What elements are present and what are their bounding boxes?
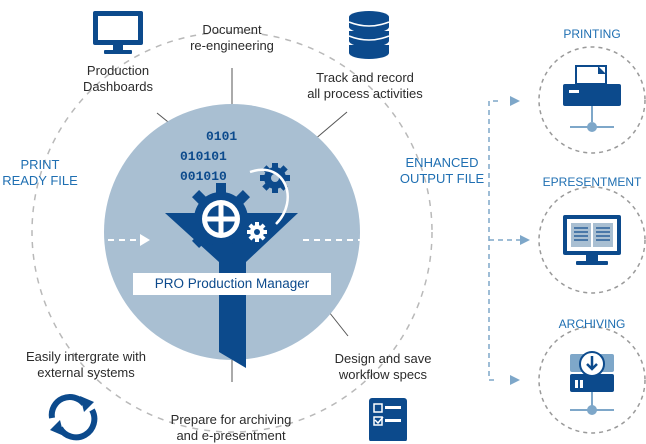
binary-line-1: 0101	[206, 129, 237, 144]
spoke-bottom-right	[328, 311, 349, 337]
print-ready-file-label: PRINT READY FILE	[2, 157, 78, 188]
checklist-icon	[369, 398, 407, 441]
output-arrow	[303, 234, 382, 246]
epresentment-label: EPRESENTMENT	[542, 175, 642, 189]
gear-icon	[185, 183, 257, 255]
refresh-arrowhead-1	[80, 396, 94, 412]
enhanced-output-file-label: ENHANCED OUTPUT FILE	[399, 155, 485, 186]
refresh-icon	[48, 394, 98, 441]
binary-line-2: 010101	[180, 149, 227, 164]
production-dashboards-label: Production Dashboards	[82, 63, 154, 94]
tiny-gear-icon	[247, 222, 267, 242]
integrate-label: Easily intergrate with external systems	[26, 349, 146, 380]
product-title-label: PRO Production Manager	[133, 273, 331, 295]
process-curve	[249, 168, 289, 225]
track-record-label: Track and record all process activities	[307, 70, 423, 101]
monitor-book-icon	[563, 215, 621, 265]
monitor-icon	[93, 11, 143, 54]
refresh-arrowhead-2	[50, 420, 64, 436]
archiving-ring	[538, 326, 646, 434]
printing-label: PRINTING	[563, 27, 621, 41]
archiving-prep-label: Prepare for archiving and e-presentment	[170, 412, 292, 443]
document-reengineering-label: Document re-engineering	[190, 22, 274, 53]
database-icon	[348, 11, 390, 59]
design-specs-label: Design and save workflow specs	[334, 351, 432, 382]
output-connectors	[488, 100, 520, 381]
outer-dashed-ring	[31, 31, 433, 433]
spoke-top-right	[313, 111, 348, 141]
archiving-label: ARCHIVING	[558, 317, 626, 331]
binary-line-3: 001010	[180, 169, 227, 184]
printing-ring	[538, 46, 646, 154]
printer-icon	[563, 65, 621, 132]
epresentment-ring	[538, 186, 646, 294]
server-download-icon	[570, 351, 614, 415]
output-arrowheads	[510, 96, 530, 385]
input-arrow	[86, 234, 150, 246]
binary-code: 0101 010101 001010	[180, 129, 237, 184]
